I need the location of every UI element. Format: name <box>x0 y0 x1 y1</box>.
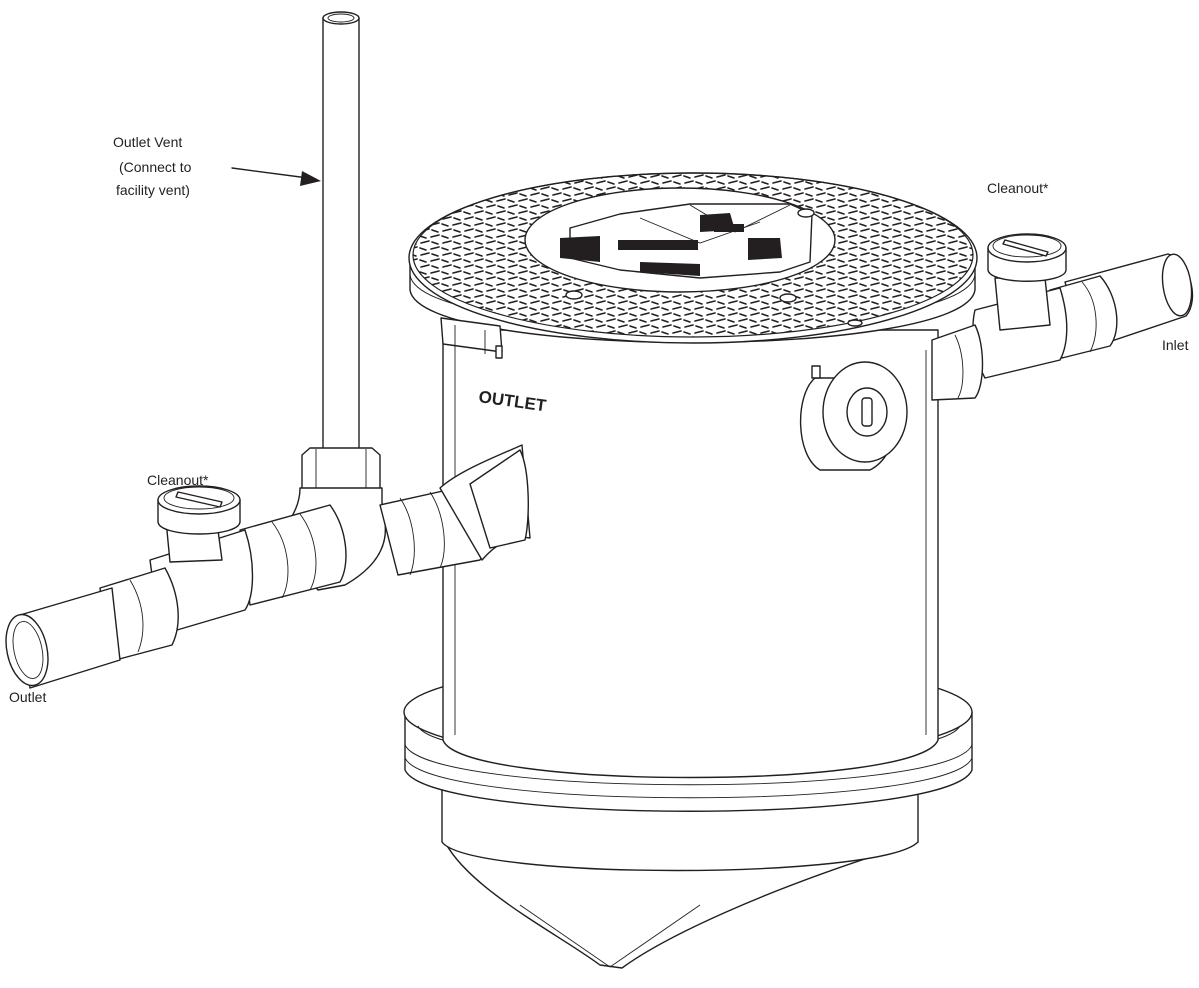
outlet-vent-label-line1: Outlet Vent <box>113 134 182 150</box>
outlet-vent-label-line2: (Connect to <box>119 159 192 175</box>
outlet-vent-label-line3: facility vent) <box>116 182 190 198</box>
cleanout-right-label: Cleanout* <box>987 180 1049 196</box>
vent-leader-arrow <box>231 167 321 186</box>
inlet-label: Inlet <box>1162 337 1189 353</box>
outlet-label: Outlet <box>9 689 46 705</box>
cleanout-left-label: Cleanout* <box>147 472 209 488</box>
inlet-piping <box>799 233 1194 471</box>
grated-cover <box>408 172 978 359</box>
outlet-piping <box>5 11 531 689</box>
cover-logo-panel <box>560 203 813 279</box>
